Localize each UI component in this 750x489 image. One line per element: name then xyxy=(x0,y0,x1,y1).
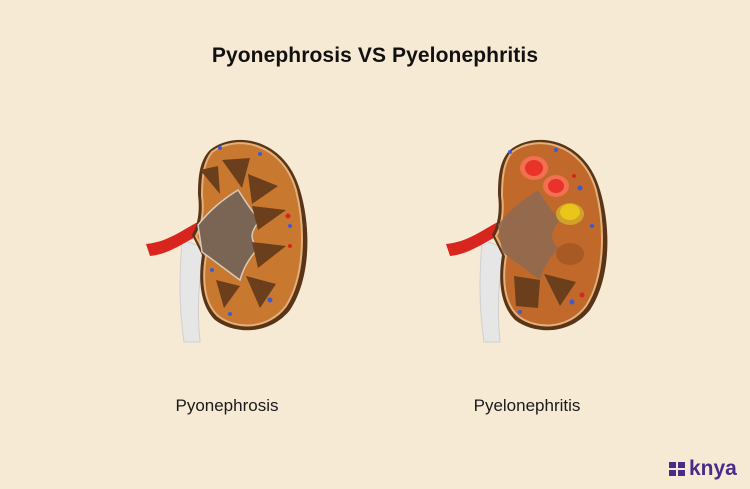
knya-logo-icon xyxy=(669,461,685,477)
brand-logo: knya xyxy=(669,457,737,481)
caption-pyelonephritis: Pyelonephritis xyxy=(473,396,581,415)
caption-pyonephrosis: Pyonephrosis xyxy=(175,396,279,415)
page-title: Pyonephrosis VS Pyelonephritis xyxy=(211,44,539,67)
brand-name: knya xyxy=(689,457,737,480)
kidney-pyelonephritis-illustration xyxy=(440,130,620,350)
kidney-pyonephrosis-illustration xyxy=(140,130,320,350)
